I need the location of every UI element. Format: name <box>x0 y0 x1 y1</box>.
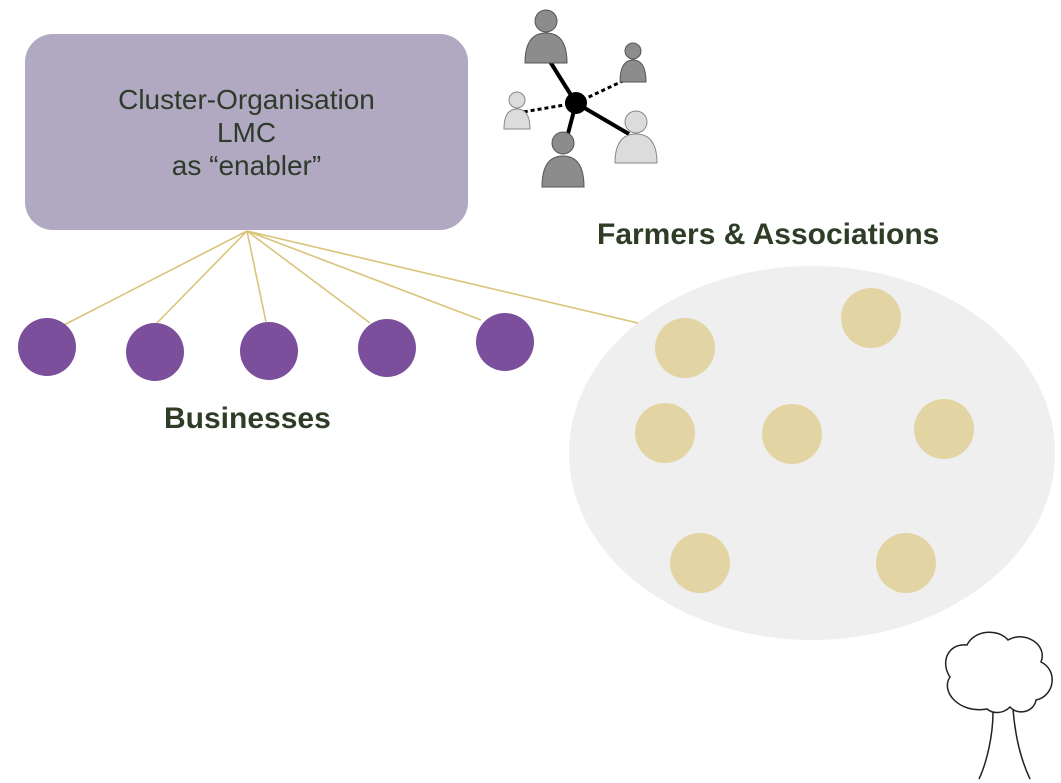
farmer-node <box>876 533 936 593</box>
business-node <box>358 319 416 377</box>
businesses-label: Businesses <box>164 402 331 435</box>
tree-outline-icon <box>945 631 1053 780</box>
cluster-organisation-box: Cluster-Organisation LMC as “enabler” <box>25 34 468 230</box>
network-hub <box>565 92 587 114</box>
business-nodes <box>18 313 534 381</box>
connector-line <box>246 230 267 323</box>
connector-line <box>246 230 482 321</box>
person-icon <box>619 42 647 83</box>
person-icon <box>503 91 531 130</box>
cluster-subtitle: LMC <box>216 116 277 148</box>
connector-line <box>61 230 248 327</box>
farmer-node <box>635 403 695 463</box>
farmer-nodes <box>635 288 974 593</box>
farmer-node <box>762 404 822 464</box>
cluster-title: Cluster-Organisation <box>118 83 375 115</box>
business-node <box>240 322 298 380</box>
farmer-node <box>841 288 901 348</box>
farmers-associations-label: Farmers & Associations <box>597 218 940 251</box>
people-network-icon <box>503 9 658 188</box>
connector-lines <box>61 230 639 327</box>
person-icon <box>614 110 658 164</box>
farmer-node <box>914 399 974 459</box>
business-node <box>126 323 184 381</box>
farmer-node <box>670 533 730 593</box>
connector-line <box>246 230 639 324</box>
person-icon <box>541 131 585 188</box>
person-icon <box>524 9 568 64</box>
cluster-role: as “enabler” <box>171 149 322 181</box>
business-node <box>476 313 534 371</box>
farmer-node <box>655 318 715 378</box>
connector-line <box>246 230 371 324</box>
connector-line <box>153 230 248 327</box>
business-node <box>18 318 76 376</box>
